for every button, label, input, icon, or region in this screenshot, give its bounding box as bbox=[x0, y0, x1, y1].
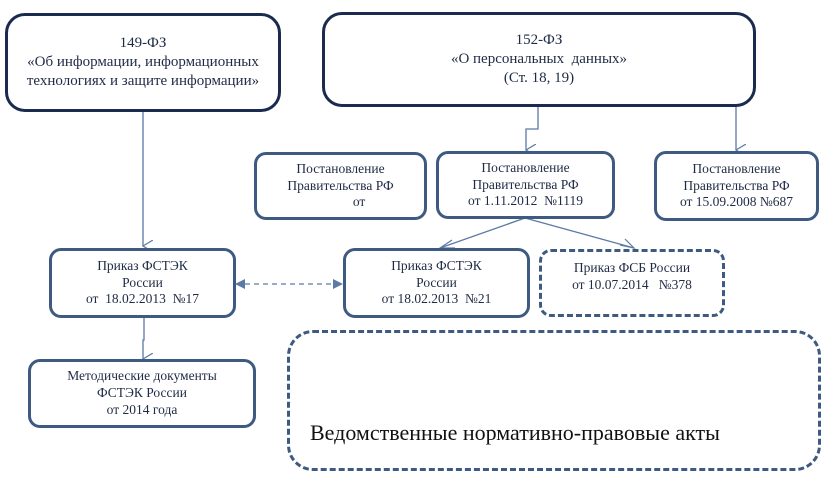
node-fstec-order-17: Приказ ФСТЭК России от 18.02.2013 №17 bbox=[49, 248, 236, 318]
edge-law152-to-decree1119 bbox=[526, 106, 539, 150]
edge-fstec17-to-methoddocs bbox=[143, 318, 144, 359]
node-gov-decree-1119-line-2: Правительства РФ bbox=[472, 176, 579, 192]
node-gov-decree-blank-line-3: от bbox=[315, 194, 366, 210]
node-fstec-order-21-line-1: Приказ ФСТЭК bbox=[391, 257, 482, 273]
node-law-149-line-3: технологиях и защите информации» bbox=[26, 72, 260, 89]
node-law-152-line-1: 152-ФЗ bbox=[515, 32, 563, 49]
node-gov-decree-1119-line-1: Постановление bbox=[481, 159, 570, 175]
node-fstec-method-docs-line-2: ФСТЭК России bbox=[97, 385, 187, 401]
node-gov-decree-blank-line-1: Постановление bbox=[296, 160, 385, 176]
node-law-149-line-2: «Об информации, информационных bbox=[27, 54, 259, 71]
node-law-149: 149-ФЗ «Об информации, информационных те… bbox=[5, 13, 281, 112]
node-fsb-order-378-line-2: от 10.07.2014 №378 bbox=[572, 276, 692, 292]
node-gov-decree-687-line-2: Правительства РФ bbox=[683, 177, 790, 193]
departmental-acts-label: Ведомственные нормативно-правовые акты bbox=[310, 419, 720, 445]
node-fstec-method-docs: Методические документы ФСТЭК России от 2… bbox=[28, 359, 256, 428]
node-fstec-order-17-line-2: России bbox=[122, 274, 163, 290]
node-gov-decree-blank-line-2: Правительства РФ bbox=[287, 177, 394, 193]
edge-decree1119-to-fstec21 bbox=[439, 217, 526, 249]
node-fstec-order-21-line-2: России bbox=[416, 274, 457, 290]
node-departmental-acts-group: Ведомственные нормативно-правовые акты bbox=[287, 330, 821, 471]
node-fstec-order-17-line-1: Приказ ФСТЭК bbox=[97, 257, 188, 273]
node-fsb-order-378: Приказ ФСБ России от 10.07.2014 №378 bbox=[539, 249, 725, 317]
node-law-152-line-3: (Ст. 18, 19) bbox=[503, 69, 575, 86]
node-fstec-order-17-line-3: от 18.02.2013 №17 bbox=[85, 291, 200, 307]
node-law-152-line-2: «О персональных данных» bbox=[450, 51, 628, 68]
node-gov-decree-687: Постановление Правительства РФ от 15.09.… bbox=[654, 151, 819, 221]
node-gov-decree-1119-line-3: от 1.11.2012 №1119 bbox=[468, 193, 583, 209]
node-fsb-order-378-line-1: Приказ ФСБ России bbox=[573, 260, 691, 275]
node-gov-decree-687-line-3: от 15.09.2008 №687 bbox=[679, 194, 794, 210]
node-gov-decree-blank: Постановление Правительства РФ от bbox=[254, 152, 427, 220]
node-fstec-method-docs-line-3: от 2014 года bbox=[106, 401, 178, 417]
edge-decree1119-to-fsb378 bbox=[524, 217, 635, 249]
node-law-152: 152-ФЗ «О персональных данных» (Ст. 18, … bbox=[322, 12, 756, 107]
node-fstec-order-21: Приказ ФСТЭК России от 18.02.2013 №21 bbox=[343, 248, 530, 318]
node-gov-decree-687-line-1: Постановление bbox=[692, 160, 781, 176]
arrowhead-icon bbox=[438, 239, 455, 249]
node-law-149-line-1: 149-ФЗ bbox=[119, 35, 167, 52]
node-fstec-method-docs-line-1: Методические документы bbox=[67, 368, 217, 384]
arrowhead-icon bbox=[619, 238, 636, 250]
node-gov-decree-1119: Постановление Правительства РФ от 1.11.2… bbox=[436, 151, 615, 219]
node-fstec-order-21-line-3: от 18.02.2013 №21 bbox=[381, 291, 492, 307]
